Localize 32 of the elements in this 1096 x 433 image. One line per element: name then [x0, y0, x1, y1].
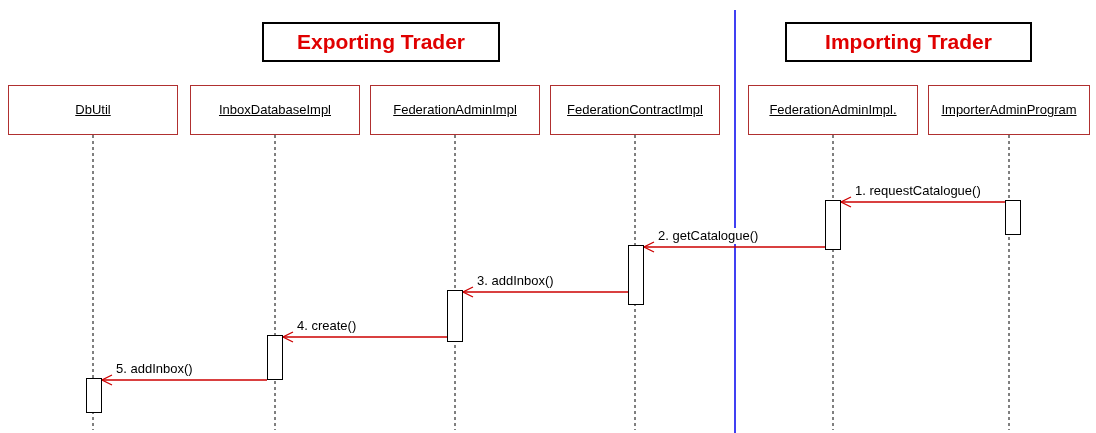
message-arrow: [282, 331, 448, 343]
message-arrow: [101, 374, 268, 386]
lifeline-head-box: [8, 85, 178, 135]
message-arrow: [462, 286, 629, 298]
object-name: FederationContractImpl: [567, 101, 703, 119]
edge-label: 5. addInbox(): [114, 361, 195, 377]
lifeline-head-box: [370, 85, 540, 135]
edge-label: 3. addInbox(): [475, 273, 556, 289]
object-name: FederationAdminImpl: [393, 101, 517, 119]
swimlane-title-box: [785, 22, 1032, 62]
edge-label: 4. create(): [295, 318, 359, 334]
message-arrow: [643, 241, 826, 253]
activation-bar: [267, 335, 283, 380]
lifeline-head-box: [748, 85, 918, 135]
activation-bar: [1005, 200, 1021, 235]
message-arrow: [840, 196, 1006, 208]
edge-label: 2. getCatalogue(): [656, 228, 761, 244]
activation-bar: [447, 290, 463, 342]
lifeline-head-box: [928, 85, 1090, 135]
activation-bar: [825, 200, 841, 250]
swimlane-title-box: [262, 22, 500, 62]
activation-bar: [628, 245, 644, 305]
lifeline-head-box: [550, 85, 720, 135]
object-name: InboxDatabaseImpl: [219, 101, 331, 119]
object-name: DbUtil: [75, 101, 111, 119]
title-text: Importing Trader: [825, 29, 992, 56]
object-name: FederationAdminImpl.: [769, 101, 897, 119]
edge-label: 1. requestCatalogue(): [853, 183, 983, 199]
object-name: ImporterAdminProgram: [941, 101, 1077, 119]
lifeline-head-box: [190, 85, 360, 135]
title-text: Exporting Trader: [297, 29, 465, 56]
activation-bar: [86, 378, 102, 413]
